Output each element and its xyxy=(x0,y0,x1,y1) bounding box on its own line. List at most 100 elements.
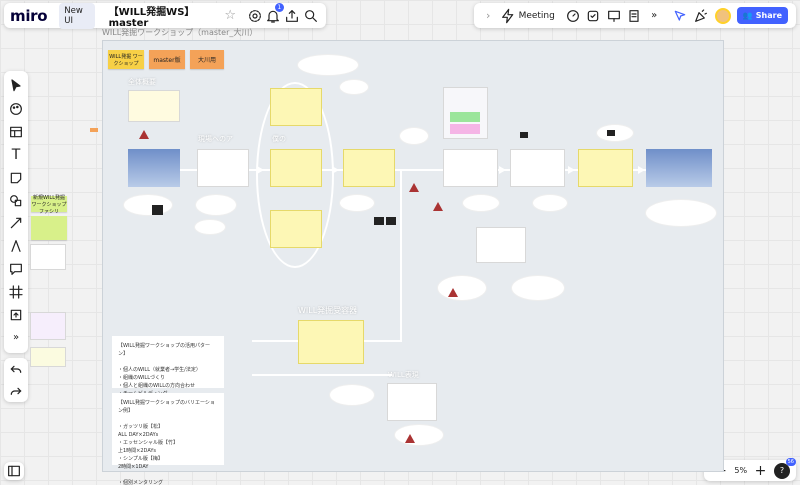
tag-workshop-label: WILL発掘 ワークショップ xyxy=(109,53,143,67)
new-ui-badge[interactable]: New UI xyxy=(59,2,95,29)
users-icon: 👥 xyxy=(742,11,753,20)
section-will-discovery[interactable]: WILL発掘受容器 xyxy=(298,306,358,315)
cloud-11[interactable] xyxy=(438,276,486,300)
timer-icon[interactable] xyxy=(563,5,583,27)
values-card[interactable] xyxy=(343,149,395,187)
bokuno-card-2[interactable] xyxy=(270,149,322,187)
approach-card[interactable] xyxy=(197,149,249,187)
will-card-2[interactable] xyxy=(510,149,565,187)
pen-icon[interactable] xyxy=(5,236,27,256)
undo-icon[interactable] xyxy=(5,358,27,380)
celebrate-icon[interactable] xyxy=(691,5,711,27)
color-block-pink xyxy=(450,124,480,134)
connector-line-icon[interactable] xyxy=(5,213,27,233)
search-icon[interactable] xyxy=(301,5,320,27)
help-icon[interactable]: ? 56 xyxy=(773,457,796,479)
variations-note[interactable]: 【WILL発掘ワークショップのバリエーション例】 ・ガッツリ版【松】 ALL D… xyxy=(112,393,224,485)
templates-palette-icon[interactable] xyxy=(5,99,27,119)
dark-photo-3[interactable] xyxy=(386,217,396,225)
export-upload-icon[interactable] xyxy=(283,5,302,27)
cloud-7[interactable] xyxy=(400,128,428,144)
table-icon[interactable] xyxy=(5,122,27,142)
notification-bell-icon[interactable]: 1 xyxy=(264,2,284,27)
frame-title[interactable]: WILL発掘ワークショップ（master_大川） xyxy=(102,28,258,37)
user-count-badge: 56 xyxy=(785,457,796,466)
cloud-4[interactable] xyxy=(298,55,358,75)
cloud-15[interactable] xyxy=(597,125,633,141)
cloud-3[interactable] xyxy=(195,220,225,234)
section-will-table[interactable]: WILL表現 xyxy=(388,371,419,379)
share-button[interactable]: 👥Share xyxy=(736,7,789,24)
side-note-sticky[interactable]: 新規WILL発掘 ワークショップ ファシリ xyxy=(31,195,67,215)
tag-okawa[interactable]: 大川用 xyxy=(190,50,224,69)
cloud-13[interactable] xyxy=(330,385,374,405)
star-icon[interactable]: ☆ xyxy=(224,8,236,23)
section-approach[interactable]: 現場へのア xyxy=(198,135,233,143)
cloud-6[interactable] xyxy=(340,195,374,211)
cloud-10[interactable] xyxy=(646,200,716,226)
shapes-icon[interactable] xyxy=(5,191,27,211)
will-expression-card[interactable] xyxy=(476,227,526,263)
patterns-note[interactable]: 【WILL発掘ワークショップの活用パターン】 ・個人のWILL（就業者→学生/法… xyxy=(112,336,224,397)
zoom-level[interactable]: 5% xyxy=(734,466,748,475)
side-card-1[interactable] xyxy=(30,244,66,270)
presentation-icon[interactable] xyxy=(603,5,623,27)
select-cursor-icon[interactable] xyxy=(5,76,27,96)
panel-icon xyxy=(4,460,24,482)
meeting-label[interactable]: Meeting xyxy=(518,10,555,21)
zoom-in-icon[interactable]: + xyxy=(754,462,767,479)
cloud-9[interactable] xyxy=(533,195,567,211)
cloud-5[interactable] xyxy=(340,80,368,94)
will-discovery-card[interactable] xyxy=(298,320,364,364)
text-icon[interactable]: T xyxy=(11,146,21,163)
tag-workshop[interactable]: WILL発掘 ワークショップ xyxy=(108,50,144,69)
will-card-1[interactable] xyxy=(443,149,498,187)
dark-photo-5[interactable] xyxy=(607,130,615,136)
side-card-2[interactable] xyxy=(30,312,66,340)
left-toolbar: T » xyxy=(4,71,28,353)
bokuno-card-3[interactable] xyxy=(270,210,322,248)
focus-oval xyxy=(256,82,334,268)
more-tools-icon[interactable]: » xyxy=(12,332,20,344)
will-card-3[interactable] xyxy=(578,149,633,187)
cloud-8[interactable] xyxy=(463,195,499,211)
tag-master-label: master版 xyxy=(153,57,181,64)
chart-card[interactable] xyxy=(387,383,437,421)
share-label: Share xyxy=(755,11,783,20)
cloud-12[interactable] xyxy=(512,276,564,300)
cloud-14[interactable] xyxy=(395,425,443,445)
cursor-follow-icon[interactable] xyxy=(670,5,690,27)
chevron-right-icon[interactable]: › xyxy=(485,9,491,22)
arrow-2 xyxy=(332,166,339,174)
cloud-2[interactable] xyxy=(196,195,236,215)
board-name[interactable]: 【WILL発掘WS】master xyxy=(108,6,195,29)
dark-photo-2[interactable] xyxy=(374,217,384,225)
side-panel-toggle[interactable] xyxy=(4,462,24,480)
redo-icon[interactable] xyxy=(5,380,27,402)
side-sticky-2[interactable] xyxy=(31,216,67,240)
warning-triangle-icon-1 xyxy=(139,130,149,139)
comment-icon[interactable] xyxy=(5,259,27,279)
bokuno-card-1[interactable] xyxy=(270,88,322,126)
upload-icon[interactable] xyxy=(5,305,27,325)
overview-diagram-card[interactable] xyxy=(128,90,180,122)
top-left-toolbar: miro New UI 【WILL発掘WS】master ☆ 1 xyxy=(4,2,326,29)
dark-photo-1[interactable] xyxy=(152,205,163,215)
frame-icon[interactable] xyxy=(5,282,27,302)
settings-gear-icon[interactable] xyxy=(245,5,264,27)
meeting-lightning-icon[interactable] xyxy=(498,5,518,27)
miro-logo[interactable]: miro xyxy=(10,6,48,25)
user-avatar[interactable] xyxy=(714,7,731,24)
signpost-photo-left[interactable] xyxy=(128,149,180,187)
tag-master[interactable]: master版 xyxy=(149,50,185,69)
sticky-note-icon[interactable] xyxy=(5,168,27,188)
dark-photo-4[interactable] xyxy=(520,132,528,138)
voting-icon[interactable] xyxy=(583,5,603,27)
arrow-3 xyxy=(499,166,506,174)
cloud-1[interactable] xyxy=(124,195,172,215)
section-overview[interactable]: 全体概要 xyxy=(128,78,156,86)
side-card-3[interactable] xyxy=(30,347,66,367)
signpost-photo-right[interactable] xyxy=(646,149,712,187)
more-chevron-icon[interactable]: » xyxy=(651,10,658,21)
notes-icon[interactable] xyxy=(624,5,644,27)
